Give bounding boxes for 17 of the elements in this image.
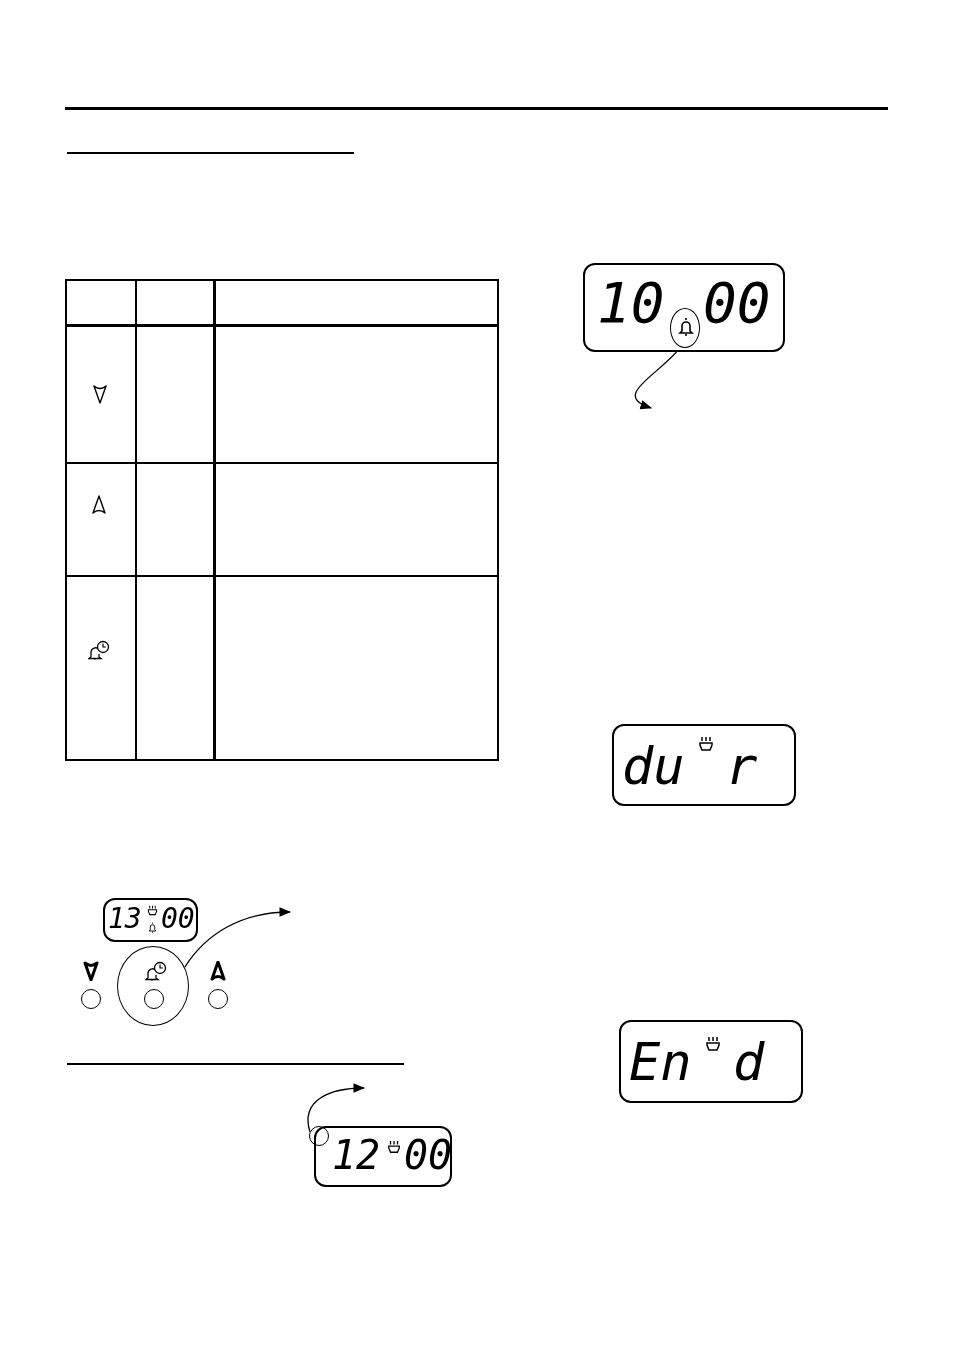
display-panel: [612, 724, 796, 806]
display-panel: [619, 1020, 803, 1103]
display-digits: 13: [108, 905, 142, 933]
display-digits: r: [726, 740, 758, 792]
display-digits: 00: [161, 905, 195, 933]
display-digits: 12: [332, 1135, 381, 1175]
arrow: [307, 1083, 366, 1133]
display-digits: 00: [404, 1135, 453, 1175]
display-digits: 00: [703, 275, 771, 331]
display-digits: d: [733, 1036, 765, 1088]
display-digits: du: [622, 740, 685, 792]
arrow: [184, 907, 292, 968]
display-panel: [583, 263, 785, 352]
display-panel: [314, 1126, 452, 1187]
display-digits: En: [629, 1036, 692, 1088]
display-panel: [103, 898, 198, 942]
display-digits: 10: [597, 275, 665, 331]
